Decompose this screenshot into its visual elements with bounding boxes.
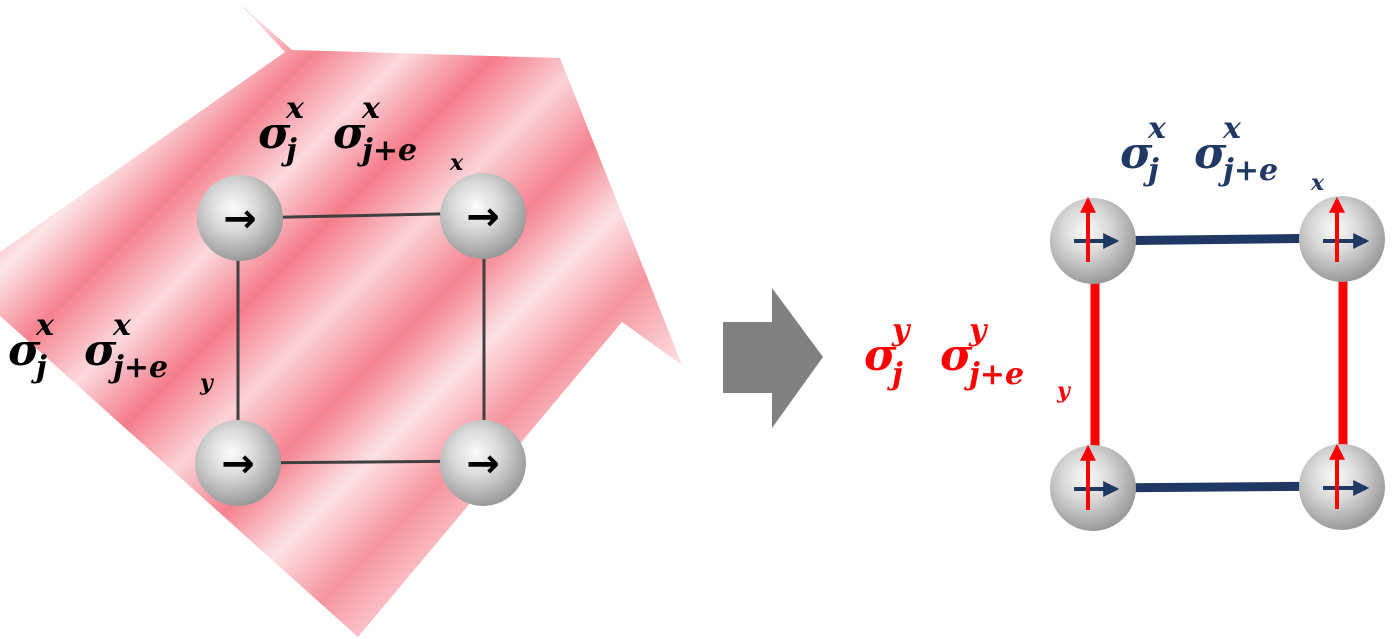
op2-sup: x (1222, 111, 1242, 146)
spin-sphere (440, 173, 526, 259)
op1-sup: x (1147, 111, 1167, 146)
op2-base: σ (84, 325, 117, 376)
op2-base: σ (1194, 128, 1227, 179)
spin-sphere (195, 420, 281, 506)
right-spin-site-br (1299, 443, 1385, 530)
left-spin-site-tr: → (440, 173, 526, 259)
op1-base: σ (8, 325, 41, 376)
transition-arrow-icon (723, 288, 823, 428)
op2-sub: j+e (964, 357, 1024, 392)
op2-subsub: x (449, 150, 464, 176)
spin-arrow-icon: → (466, 194, 500, 240)
op1-base: σ (1120, 128, 1153, 179)
right-vertical-coupling-label: σ y j σ y j+e y (864, 313, 1072, 404)
left-spin-site-bl: → (195, 420, 281, 506)
right-lattice-bonds (1090, 233, 1348, 493)
spin-sphere (197, 175, 283, 261)
op1-sup: x (285, 91, 305, 126)
op2-sub: j+e (357, 133, 417, 168)
left-spin-site-tl: → (197, 175, 283, 261)
op2-subsub: y (1056, 378, 1072, 404)
op2-base: σ (940, 330, 973, 381)
spin-arrow-icon: → (466, 441, 500, 487)
right-panel: σ x j σ x j+e x σ y j σ y j+e y (864, 111, 1385, 531)
op2-sup: x (361, 91, 381, 126)
spin-arrow-icon: → (223, 196, 257, 242)
op1-base: σ (864, 330, 897, 381)
right-horizontal-coupling-label: σ x j σ x j+e x (1120, 111, 1325, 196)
op1-sup: x (35, 308, 55, 343)
op2-subsub: y (199, 370, 215, 396)
op2-sup: x (112, 308, 132, 343)
spin-sphere (440, 420, 526, 506)
spin-arrow-icon: → (221, 441, 255, 487)
op2-sub: j+e (108, 350, 168, 385)
left-panel: → → → → σ x j σ x j+e x σ x j σ (0, 2, 682, 637)
left-horizontal-coupling-label: σ x j σ x j+e x (258, 91, 464, 176)
right-spin-site-tr (1299, 196, 1385, 282)
op2-base: σ (333, 108, 366, 159)
right-spin-site-bl (1050, 444, 1136, 531)
op2-subsub: x (1310, 170, 1325, 196)
left-spin-site-br: → (440, 420, 526, 506)
right-spin-site-tl (1050, 196, 1136, 284)
drive-pulse-arrow (0, 2, 682, 637)
op2-sup: y (968, 313, 989, 348)
left-vertical-coupling-label: σ x j σ x j+e y (8, 308, 215, 396)
op1-sup: y (891, 313, 912, 348)
op2-sub: j+e (1218, 153, 1278, 188)
op1-base: σ (258, 108, 291, 159)
